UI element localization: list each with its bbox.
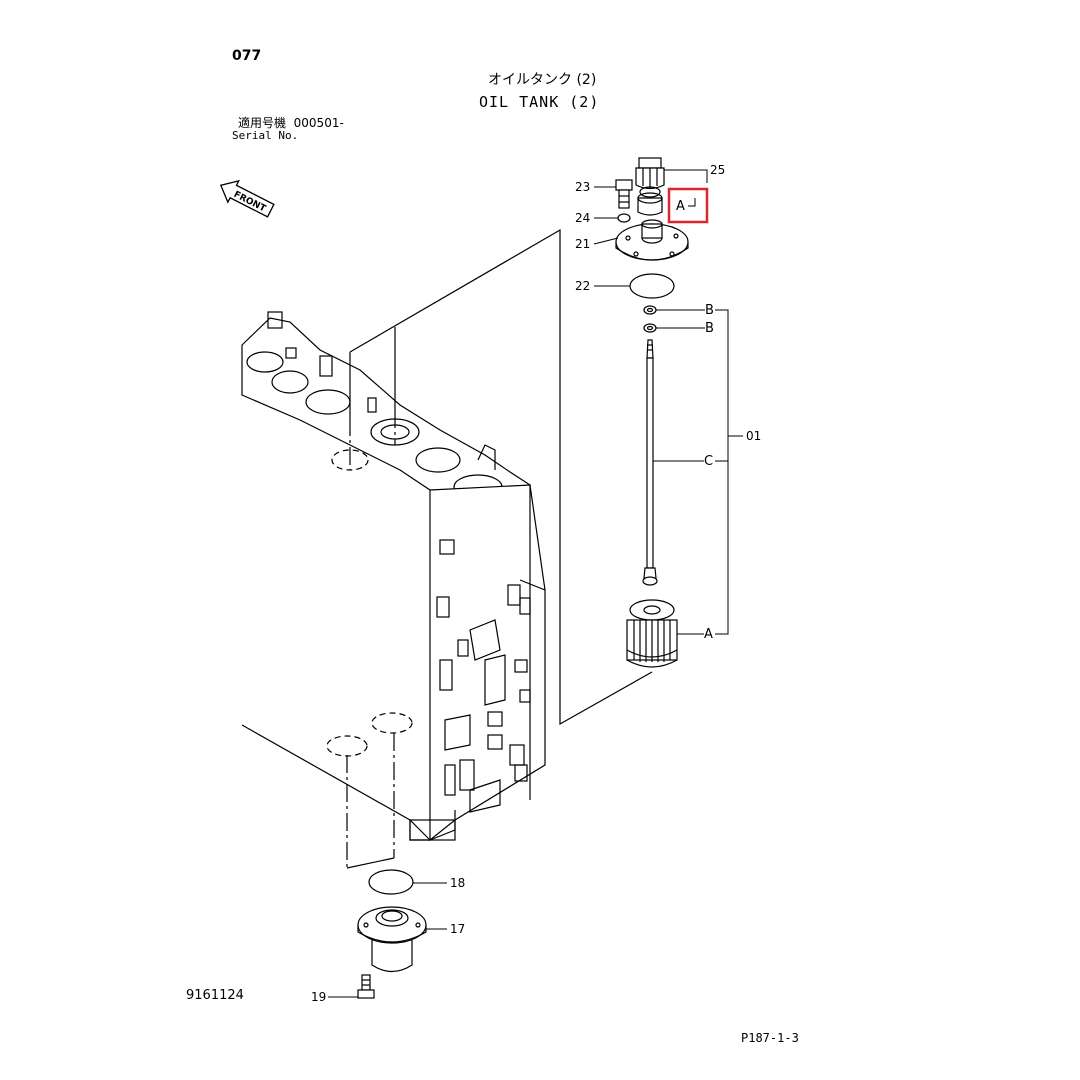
page-reference: P187-1-3: [741, 1031, 799, 1045]
applicable-label: 適用号機: [238, 116, 287, 130]
part-18-o-ring: [368, 869, 414, 895]
part-24-washer: [617, 213, 631, 223]
title-english: OIL TANK (2): [479, 93, 600, 111]
page-number: 077: [232, 48, 262, 64]
part-rod-c: [642, 339, 658, 586]
callout-24: 24: [575, 211, 590, 225]
serial-from: 000501-: [293, 116, 344, 130]
tank-body: [241, 311, 546, 842]
phantom-holes: [326, 449, 413, 757]
part-17-flange: [357, 906, 427, 973]
drawing-number: 9161124: [186, 988, 244, 1003]
title-japanese: オイルタンク (2): [488, 72, 597, 88]
front-arrow-icon: FRONT: [219, 179, 275, 218]
highlight-box: [667, 187, 709, 224]
callout-18: 18: [450, 876, 465, 890]
phantom-lines: [346, 410, 396, 868]
part-21-cover: [615, 219, 689, 261]
ref-b-2: B: [705, 321, 714, 336]
ref-a-top: A: [676, 199, 685, 214]
serial-no-label: Serial No.: [232, 129, 299, 142]
callout-leaders: [328, 169, 743, 998]
callout-01: 01: [746, 429, 761, 443]
callout-25: 25: [710, 163, 725, 177]
callout-19: 19: [311, 990, 326, 1004]
part-adapter: [637, 186, 663, 216]
callout-21: 21: [575, 237, 590, 251]
assembly-frame-lines: [346, 228, 653, 869]
callout-23: 23: [575, 180, 590, 194]
part-22-o-ring: [629, 273, 675, 299]
part-23-bolt: [615, 179, 633, 209]
ref-a-bottom: A: [704, 627, 713, 642]
part-19-bolt: [357, 974, 375, 999]
part-25-filler-cap: [635, 157, 665, 190]
ref-c: C: [704, 454, 713, 469]
part-nut-b1: [643, 305, 657, 315]
callout-17: 17: [450, 922, 465, 936]
applicable-serial: 適用号機 000501-: [238, 117, 344, 129]
part-strainer-a: [626, 599, 678, 668]
ref-b-1: B: [705, 303, 714, 318]
part-nut-b2: [643, 323, 657, 333]
callout-22: 22: [575, 279, 590, 293]
